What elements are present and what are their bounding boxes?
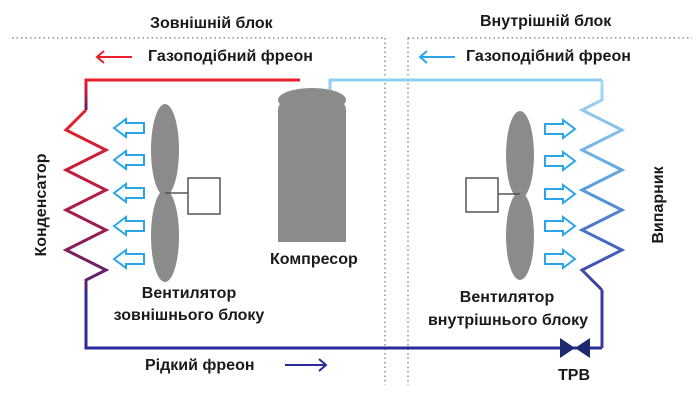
outdoor-gas-label: Газоподібний фреон <box>148 48 313 65</box>
outdoor-airflow-arrow-icon <box>112 182 145 204</box>
evaporator-coil <box>578 80 626 292</box>
liquid-line <box>84 290 602 350</box>
indoor-fan-label-line2: внутрішнього блоку <box>427 312 589 329</box>
indoor-airflow-arrow-icon <box>544 248 577 270</box>
outdoor-fan-label-line1: Вентилятор <box>141 285 237 302</box>
indoor-unit-title: Внутрішній блок <box>480 13 612 30</box>
hot-gas-arrow-icon <box>95 50 132 64</box>
outdoor-unit-title: Зовнішній блок <box>150 15 273 32</box>
liquid-label: Рідкий фреон <box>145 357 255 374</box>
indoor-airflow-arrow-icon <box>544 118 577 140</box>
indoor-fan-icon <box>465 111 534 280</box>
outdoor-fan-label-line2: зовнішнього блоку <box>113 307 265 324</box>
outdoor-airflow-arrow-icon <box>112 215 145 237</box>
outdoor-fan-icon <box>151 104 221 282</box>
cool-gas-arrow-icon <box>418 50 455 64</box>
indoor-fan-label-line1: Вентилятор <box>459 289 555 306</box>
condenser-coil <box>62 108 110 290</box>
evaporator-label: Випарник <box>650 166 667 244</box>
compressor-body <box>278 88 346 242</box>
compressor-label: Компресор <box>270 251 358 268</box>
outdoor-airflow-arrow-icon <box>112 117 145 139</box>
indoor-airflow-arrow-icon <box>544 215 577 237</box>
outdoor-airflow-arrow-icon <box>112 149 145 171</box>
indoor-airflow-arrows <box>544 118 577 270</box>
valve-label: ТРВ <box>558 367 590 384</box>
indoor-airflow-arrow-icon <box>544 150 577 172</box>
condenser-label: Конденсатор <box>33 153 50 257</box>
outdoor-airflow-arrows <box>112 117 145 270</box>
cool-gas-line <box>328 78 602 96</box>
hot-gas-line <box>84 78 300 110</box>
expansion-valve-icon <box>560 338 590 358</box>
indoor-airflow-arrow-icon <box>544 183 577 205</box>
indoor-gas-label: Газоподібний фреон <box>466 48 631 65</box>
liquid-flow-arrow-icon <box>285 358 328 372</box>
outdoor-airflow-arrow-icon <box>112 248 145 270</box>
